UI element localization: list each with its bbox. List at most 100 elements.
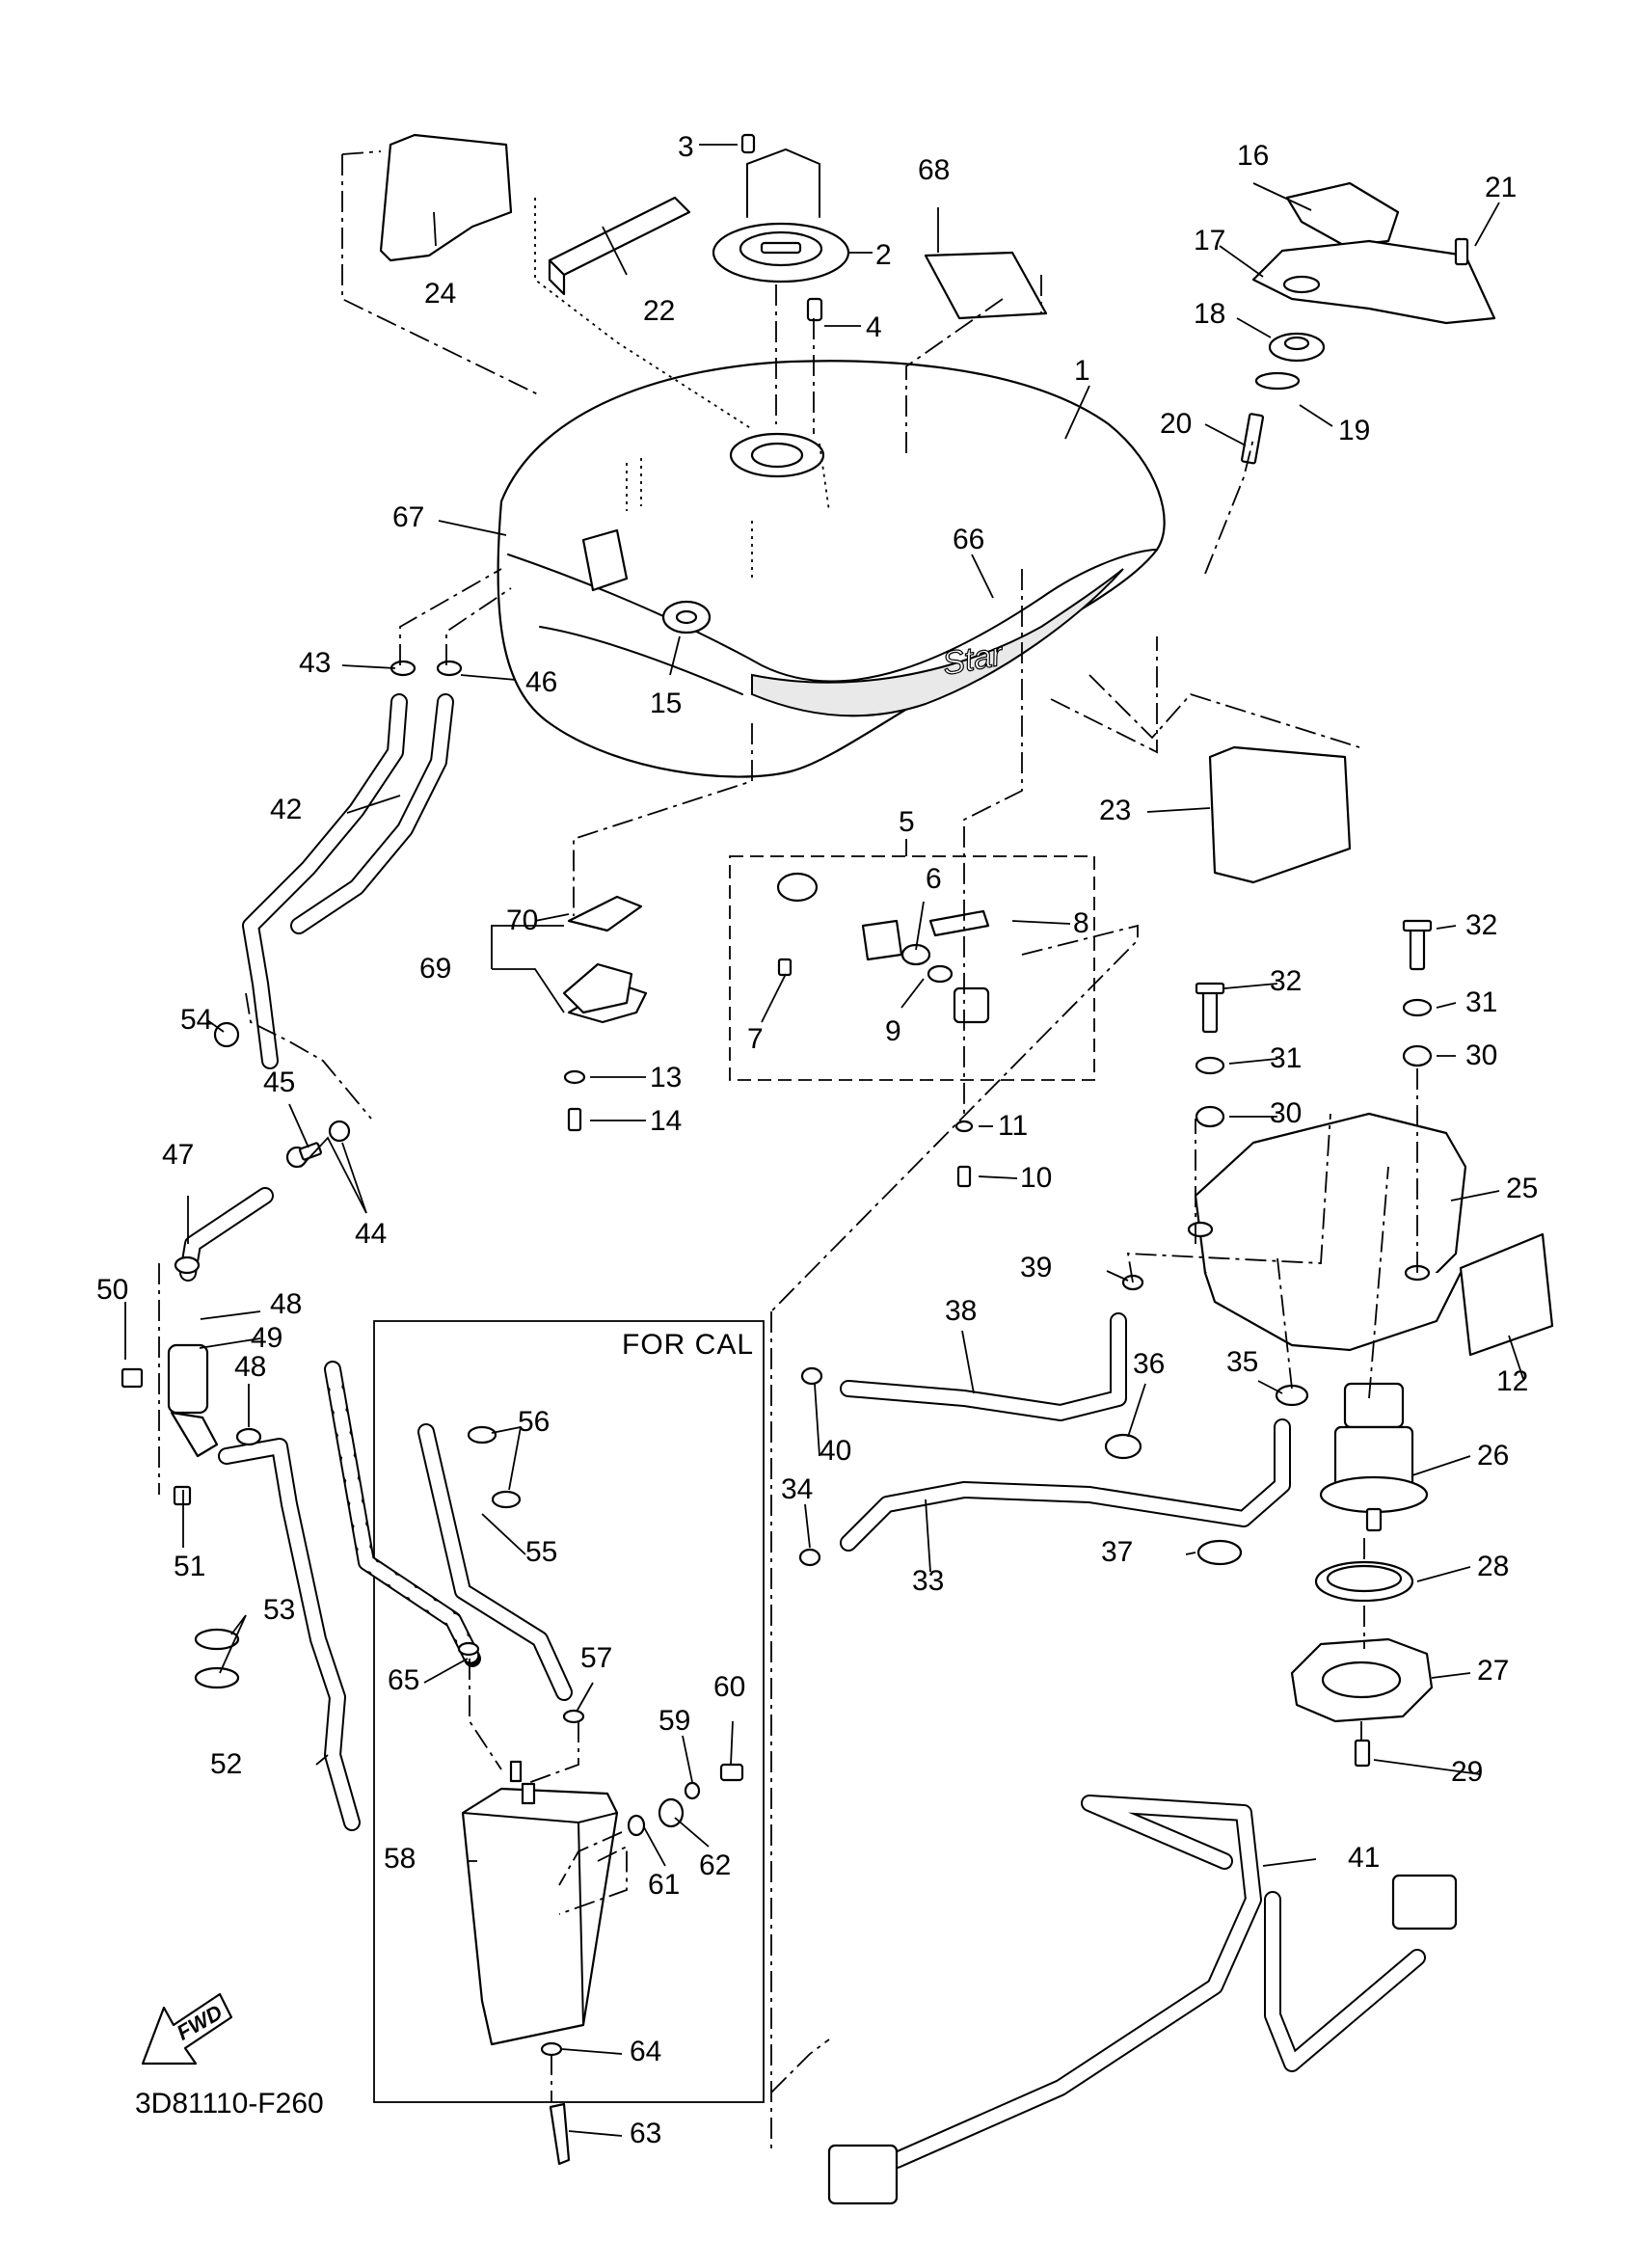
part-label-4: 4 (866, 311, 882, 343)
pad-23 (1208, 745, 1352, 884)
part-label-16: 16 (1237, 140, 1270, 172)
for-cal-box (373, 1320, 765, 2103)
part-label-19: 19 (1338, 415, 1371, 446)
part-label-17: 17 (1194, 225, 1226, 256)
gasket-70 (567, 895, 643, 932)
part-label-11: 11 (998, 1110, 1029, 1142)
pad-12 (1459, 1232, 1554, 1357)
part-label-9: 9 (885, 1015, 901, 1047)
part-label-23: 23 (1099, 795, 1132, 826)
part-label-60: 60 (713, 1671, 746, 1703)
fuel-cap (712, 148, 850, 284)
part-label-38: 38 (945, 1295, 978, 1327)
part-label-5: 5 (899, 806, 915, 838)
part-label-58: 58 (384, 1843, 416, 1875)
damper-22 (548, 196, 691, 296)
part-label-52: 52 (210, 1748, 243, 1780)
part-label-62: 62 (699, 1850, 732, 1881)
hose-42 (242, 693, 454, 1069)
screw-4 (806, 297, 823, 322)
part-label-8: 8 (1073, 907, 1089, 939)
part-label-46: 46 (525, 666, 558, 698)
bracket-16 (1285, 181, 1400, 248)
screw-3 (740, 133, 756, 154)
part-label-2: 2 (875, 239, 892, 271)
part-label-31-right: 31 (1465, 986, 1498, 1018)
part-label-26: 26 (1477, 1440, 1510, 1472)
part-label-12: 12 (1496, 1365, 1529, 1397)
part-label-61: 61 (648, 1869, 681, 1901)
pad-24 (379, 133, 513, 262)
hose-38 (840, 1312, 1127, 1421)
part-label-63: 63 (630, 2118, 662, 2149)
washer-13 (563, 1069, 586, 1085)
part-label-53: 53 (263, 1594, 296, 1626)
petcock-parts (776, 872, 990, 1024)
screw-10 (956, 1165, 972, 1188)
part-label-68: 68 (918, 154, 951, 186)
fuel-hose-41 (827, 1795, 1458, 2205)
part-label-6: 6 (926, 863, 942, 895)
canister-case-25 (1187, 1112, 1467, 1352)
fuel-pump-26 (1319, 1382, 1429, 1532)
washer-11 (954, 1120, 974, 1133)
part-label-10: 10 (1020, 1162, 1053, 1194)
part-label-51: 51 (174, 1551, 206, 1582)
part-label-55: 55 (525, 1536, 558, 1568)
screw-29 (1354, 1739, 1371, 1768)
stay-17 (1251, 239, 1496, 325)
plate-27 (1290, 1637, 1434, 1723)
part-label-3: 3 (678, 131, 694, 163)
part-label-59: 59 (658, 1705, 691, 1737)
part-label-37: 37 (1101, 1536, 1134, 1568)
part-label-13: 13 (650, 1062, 683, 1094)
hose-47 (179, 1187, 274, 1282)
part-label-7: 7 (747, 1023, 764, 1055)
petcock-group-box (729, 855, 1095, 1081)
part-label-43: 43 (299, 647, 332, 679)
gasket-28 (1314, 1560, 1414, 1603)
part-label-64: 64 (630, 2036, 662, 2067)
part-label-27: 27 (1477, 1655, 1510, 1687)
bolt-32-left (1195, 982, 1225, 1034)
damper-18 (1268, 332, 1326, 363)
part-label-25: 25 (1506, 1173, 1539, 1204)
washer-19 (1254, 371, 1301, 391)
fuel-tank: Star (497, 360, 1166, 778)
part-label-65: 65 (388, 1664, 420, 1696)
part-label-50: 50 (96, 1274, 129, 1306)
fwd-arrow-icon: FWD (141, 1992, 233, 2066)
canister-58 (461, 1760, 619, 2046)
part-label-70: 70 (506, 904, 539, 936)
fuel-filter-49 (167, 1343, 219, 1458)
part-label-21: 21 (1485, 172, 1518, 203)
part-label-32-right: 32 (1465, 909, 1498, 941)
part-label-1: 1 (1074, 355, 1090, 387)
part-label-20: 20 (1160, 408, 1193, 440)
clamps (121, 660, 1309, 1689)
part-label-67: 67 (392, 501, 425, 533)
part-label-45: 45 (263, 1066, 296, 1098)
part-label-48-top: 48 (270, 1288, 303, 1320)
nut-30-left (1195, 1105, 1225, 1128)
part-label-30-right: 30 (1465, 1040, 1498, 1071)
part-label-44: 44 (355, 1218, 388, 1250)
bolt-32-right (1402, 919, 1433, 971)
part-label-28: 28 (1477, 1551, 1510, 1582)
nut-30-right (1402, 1044, 1433, 1067)
grommet-15 (661, 600, 712, 634)
part-label-48-bottom: 48 (234, 1351, 267, 1383)
part-label-14: 14 (650, 1105, 683, 1137)
part-label-18: 18 (1194, 298, 1226, 330)
fuel-sender-69 (562, 962, 648, 1024)
part-label-41: 41 (1348, 1842, 1381, 1874)
part-label-15: 15 (650, 688, 683, 719)
assembly-lines (158, 150, 1418, 2150)
cal-hoses (324, 1361, 573, 1701)
part-label-35: 35 (1226, 1346, 1259, 1378)
part-label-47: 47 (162, 1139, 195, 1171)
part-label-49: 49 (251, 1322, 283, 1354)
part-label-40: 40 (820, 1435, 852, 1467)
screw-14 (567, 1107, 582, 1132)
